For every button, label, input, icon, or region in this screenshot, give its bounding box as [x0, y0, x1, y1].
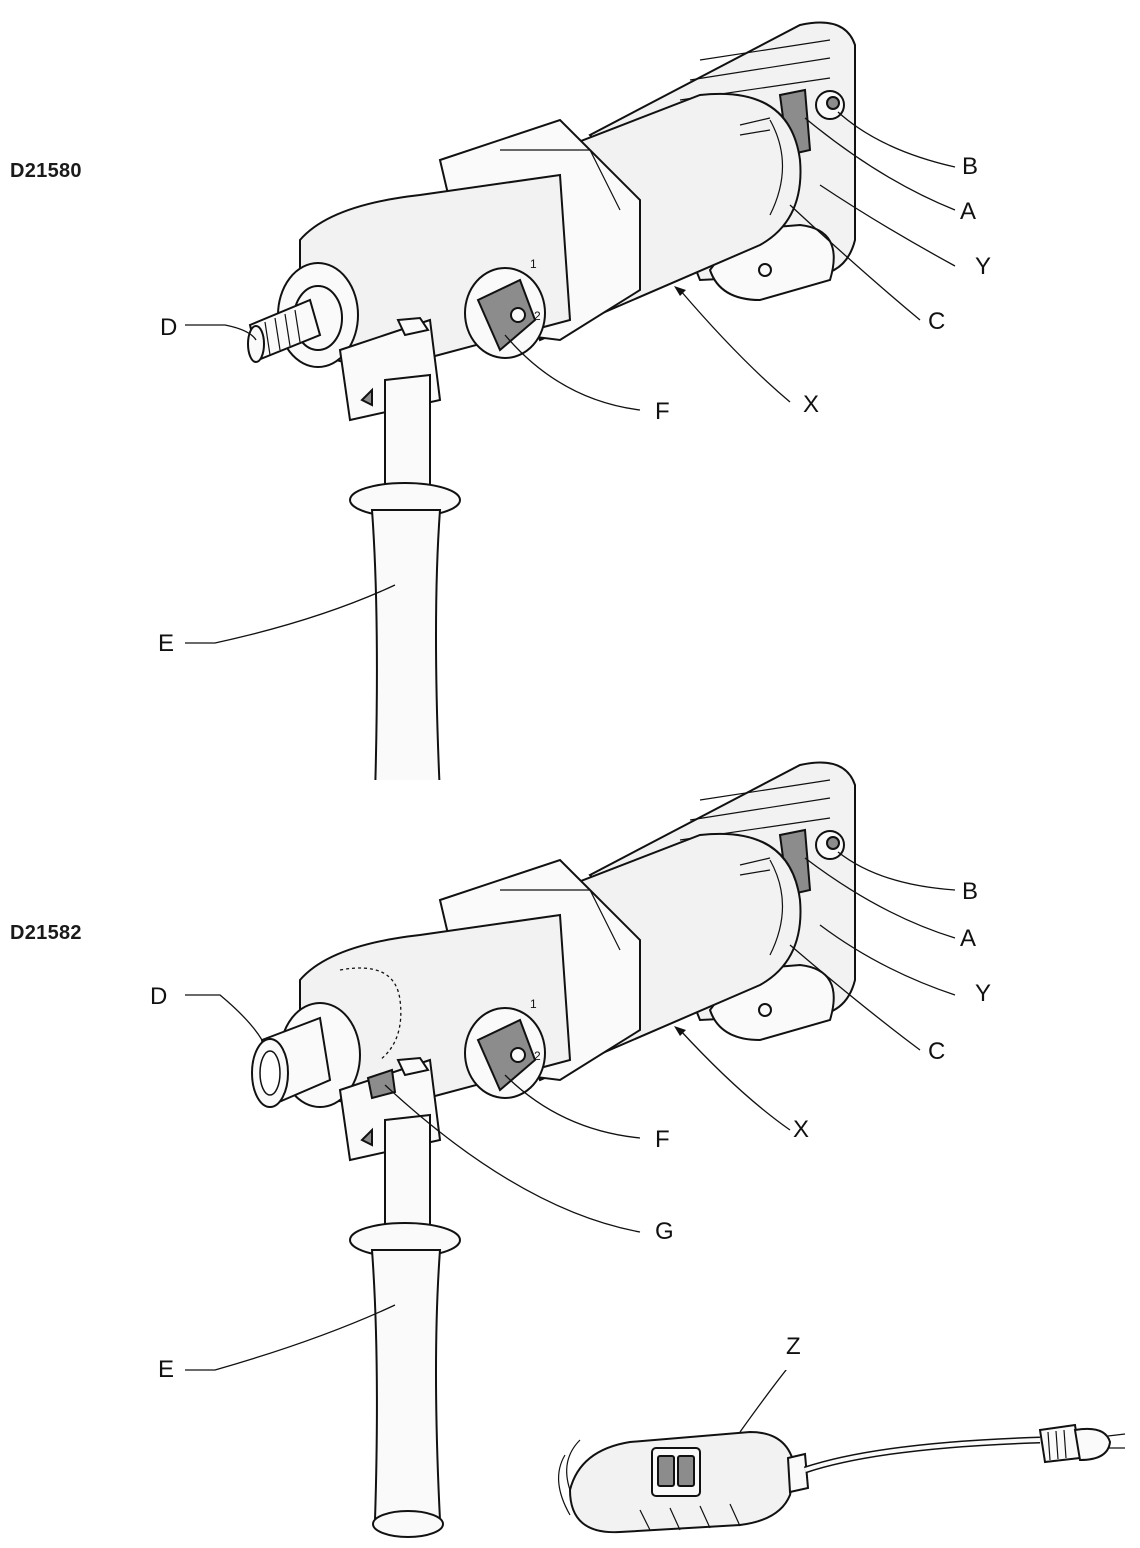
- callout-d: D: [160, 314, 178, 341]
- prcd-cord-illustration: [557, 1370, 1126, 1534]
- callout-a: A: [960, 198, 977, 225]
- side-handle-illustration-2: [185, 1222, 461, 1538]
- model-label-d21582: D21582: [10, 922, 82, 944]
- callout-x: X: [803, 391, 820, 418]
- svg-text:2: 2: [534, 1049, 541, 1063]
- callout-c: C: [928, 308, 946, 335]
- callout-a-2: A: [960, 925, 977, 952]
- callout-f: F: [655, 398, 670, 425]
- drill-illustration-1: 1 2: [185, 21, 956, 780]
- callout-e-2: E: [158, 1356, 175, 1383]
- svg-text:1: 1: [530, 997, 537, 1011]
- callout-z: Z: [786, 1333, 801, 1360]
- svg-text:2: 2: [534, 309, 541, 323]
- callout-x-2: X: [793, 1116, 810, 1143]
- callout-b-2: B: [962, 878, 979, 905]
- callout-e: E: [158, 630, 175, 657]
- callout-f-2: F: [655, 1126, 670, 1153]
- callout-y-2: Y: [975, 980, 992, 1007]
- callout-b: B: [962, 153, 979, 180]
- model-label-d21580: D21580: [10, 160, 82, 182]
- svg-text:1: 1: [530, 257, 537, 271]
- callout-y: Y: [975, 253, 992, 280]
- callout-c-2: C: [928, 1038, 946, 1065]
- callout-g: G: [655, 1218, 674, 1245]
- drill-illustration-2: 1 2: [185, 761, 956, 1261]
- callout-d-2: D: [150, 983, 168, 1010]
